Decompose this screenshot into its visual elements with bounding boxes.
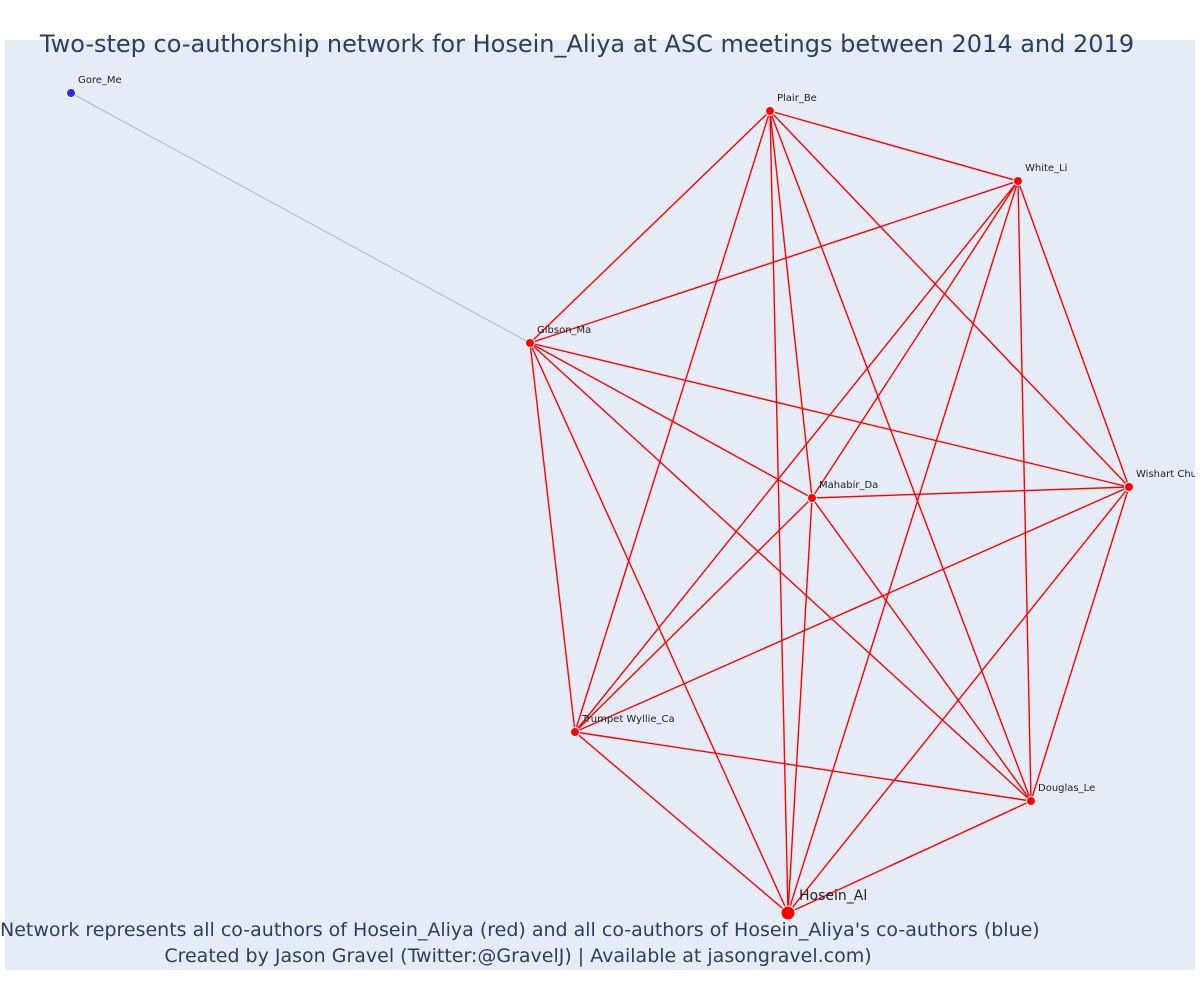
node-hosein-al[interactable] [780, 905, 796, 921]
node-wishart-chu[interactable] [1124, 482, 1134, 492]
edge-mahabir_da-hosein_al [787, 497, 813, 914]
edge-gibson_ma-trumpet_wyllie_ca [529, 342, 576, 733]
nodes-layer [66, 88, 1134, 921]
edge-plair_be-hosein_al [769, 110, 789, 914]
footer-caption-line-1: Network represents all co-authors of Hos… [0, 919, 1040, 941]
node-mahabir-da[interactable] [807, 493, 817, 503]
edge-plair_be-mahabir_da [769, 110, 813, 499]
edge-plair_be-douglas_le [769, 110, 1032, 802]
node-plair-be[interactable] [765, 106, 775, 116]
edge-trumpet_wyllie_ca-douglas_le [574, 731, 1032, 802]
edge-wishart_chu-trumpet_wyllie_ca [574, 486, 1130, 733]
node-label-hosein-al: Hosein_Al [799, 888, 867, 904]
edge-plair_be-white_li [769, 110, 1019, 182]
node-trumpet-wyllie-ca[interactable] [570, 727, 580, 737]
edge-gibson_ma-wishart_chu [529, 342, 1130, 488]
edge-wishart_chu-mahabir_da [811, 486, 1130, 499]
node-label-white-li: White_Li [1025, 163, 1067, 174]
edge-white_li-gibson_ma [529, 180, 1019, 344]
node-label-gore-me: Gore_Me [78, 75, 122, 86]
edge-gore_me-gibson_ma [70, 92, 531, 344]
node-label-wishart-chu: Wishart Chu [1136, 469, 1195, 480]
node-label-mahabir-da: Mahabir_Da [819, 480, 878, 491]
footer-caption-line-2: Created by Jason Gravel (Twitter:@Gravel… [164, 945, 872, 967]
edge-white_li-trumpet_wyllie_ca [574, 180, 1019, 733]
node-white-li[interactable] [1013, 176, 1023, 186]
chart-title: Two-step co-authorship network for Hosei… [39, 30, 1135, 58]
edge-gibson_ma-douglas_le [529, 342, 1032, 802]
edge-trumpet_wyllie_ca-hosein_al [574, 731, 789, 914]
node-label-douglas-le: Douglas_Le [1038, 783, 1095, 794]
edge-douglas_le-hosein_al [787, 800, 1032, 914]
edge-white_li-mahabir_da [811, 180, 1019, 499]
node-label-trumpet-wyllie-ca: Trumpet Wyllie_Ca [581, 714, 675, 725]
labels-layer: Gore_MePlair_BeWhite_LiGibson_MaWishart … [78, 75, 1195, 904]
edge-mahabir_da-trumpet_wyllie_ca [574, 497, 813, 733]
node-gore-me[interactable] [66, 88, 76, 98]
network-graph[interactable]: Gore_MePlair_BeWhite_LiGibson_MaWishart … [5, 40, 1195, 970]
edge-gibson_ma-mahabir_da [529, 342, 813, 499]
edge-plair_be-gibson_ma [529, 110, 771, 344]
edge-plair_be-wishart_chu [769, 110, 1130, 488]
node-gibson-ma[interactable] [525, 338, 535, 348]
node-label-plair-be: Plair_Be [777, 93, 817, 104]
edge-gibson_ma-hosein_al [529, 342, 789, 914]
edge-white_li-hosein_al [787, 180, 1019, 914]
node-douglas-le[interactable] [1026, 796, 1036, 806]
edge-mahabir_da-douglas_le [811, 497, 1032, 802]
edge-white_li-wishart_chu [1017, 180, 1130, 488]
edges-layer [70, 92, 1130, 914]
node-label-gibson-ma: Gibson_Ma [537, 325, 591, 336]
edge-wishart_chu-douglas_le [1030, 486, 1130, 802]
